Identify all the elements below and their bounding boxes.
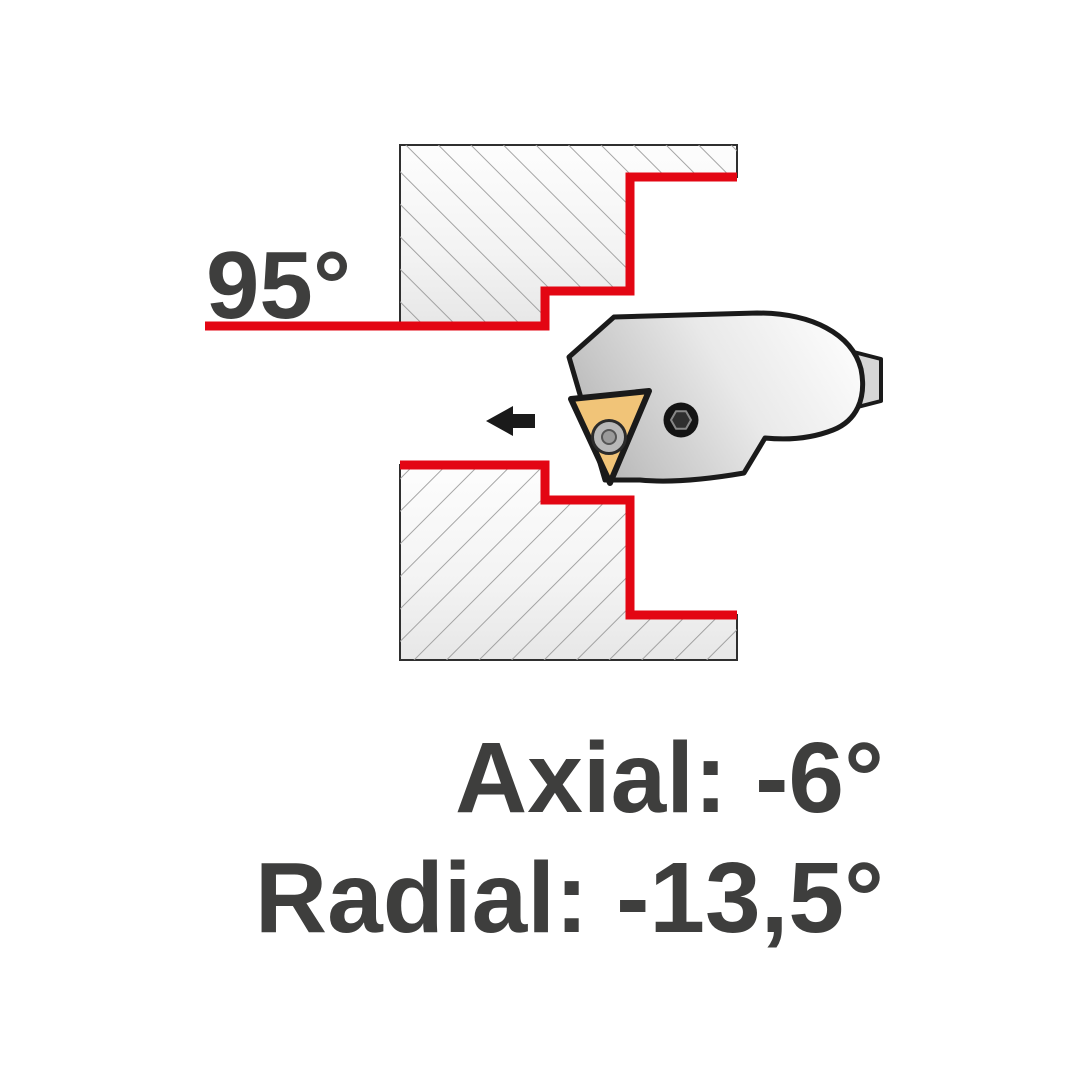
axial-angle-label: Axial: -6° xyxy=(455,722,884,834)
hex-socket-icon xyxy=(670,410,692,430)
workpiece-upper-section xyxy=(205,144,738,331)
radial-angle-label: Radial: -13,5° xyxy=(255,842,884,954)
insert-screw-center xyxy=(601,429,617,445)
machined-surface-upper xyxy=(205,172,737,331)
tool-body xyxy=(566,310,866,484)
insert-screw xyxy=(591,419,627,455)
machined-surface-lower xyxy=(400,460,737,620)
head-screw xyxy=(663,402,699,438)
workpiece-lower-hatch xyxy=(400,465,737,660)
boring-bar xyxy=(566,310,883,486)
lead-angle-label: 95° xyxy=(206,232,351,339)
feed-direction-arrow-icon xyxy=(486,406,535,436)
workpiece-lower-section xyxy=(399,460,738,661)
workpiece-upper-hatch xyxy=(400,145,737,326)
